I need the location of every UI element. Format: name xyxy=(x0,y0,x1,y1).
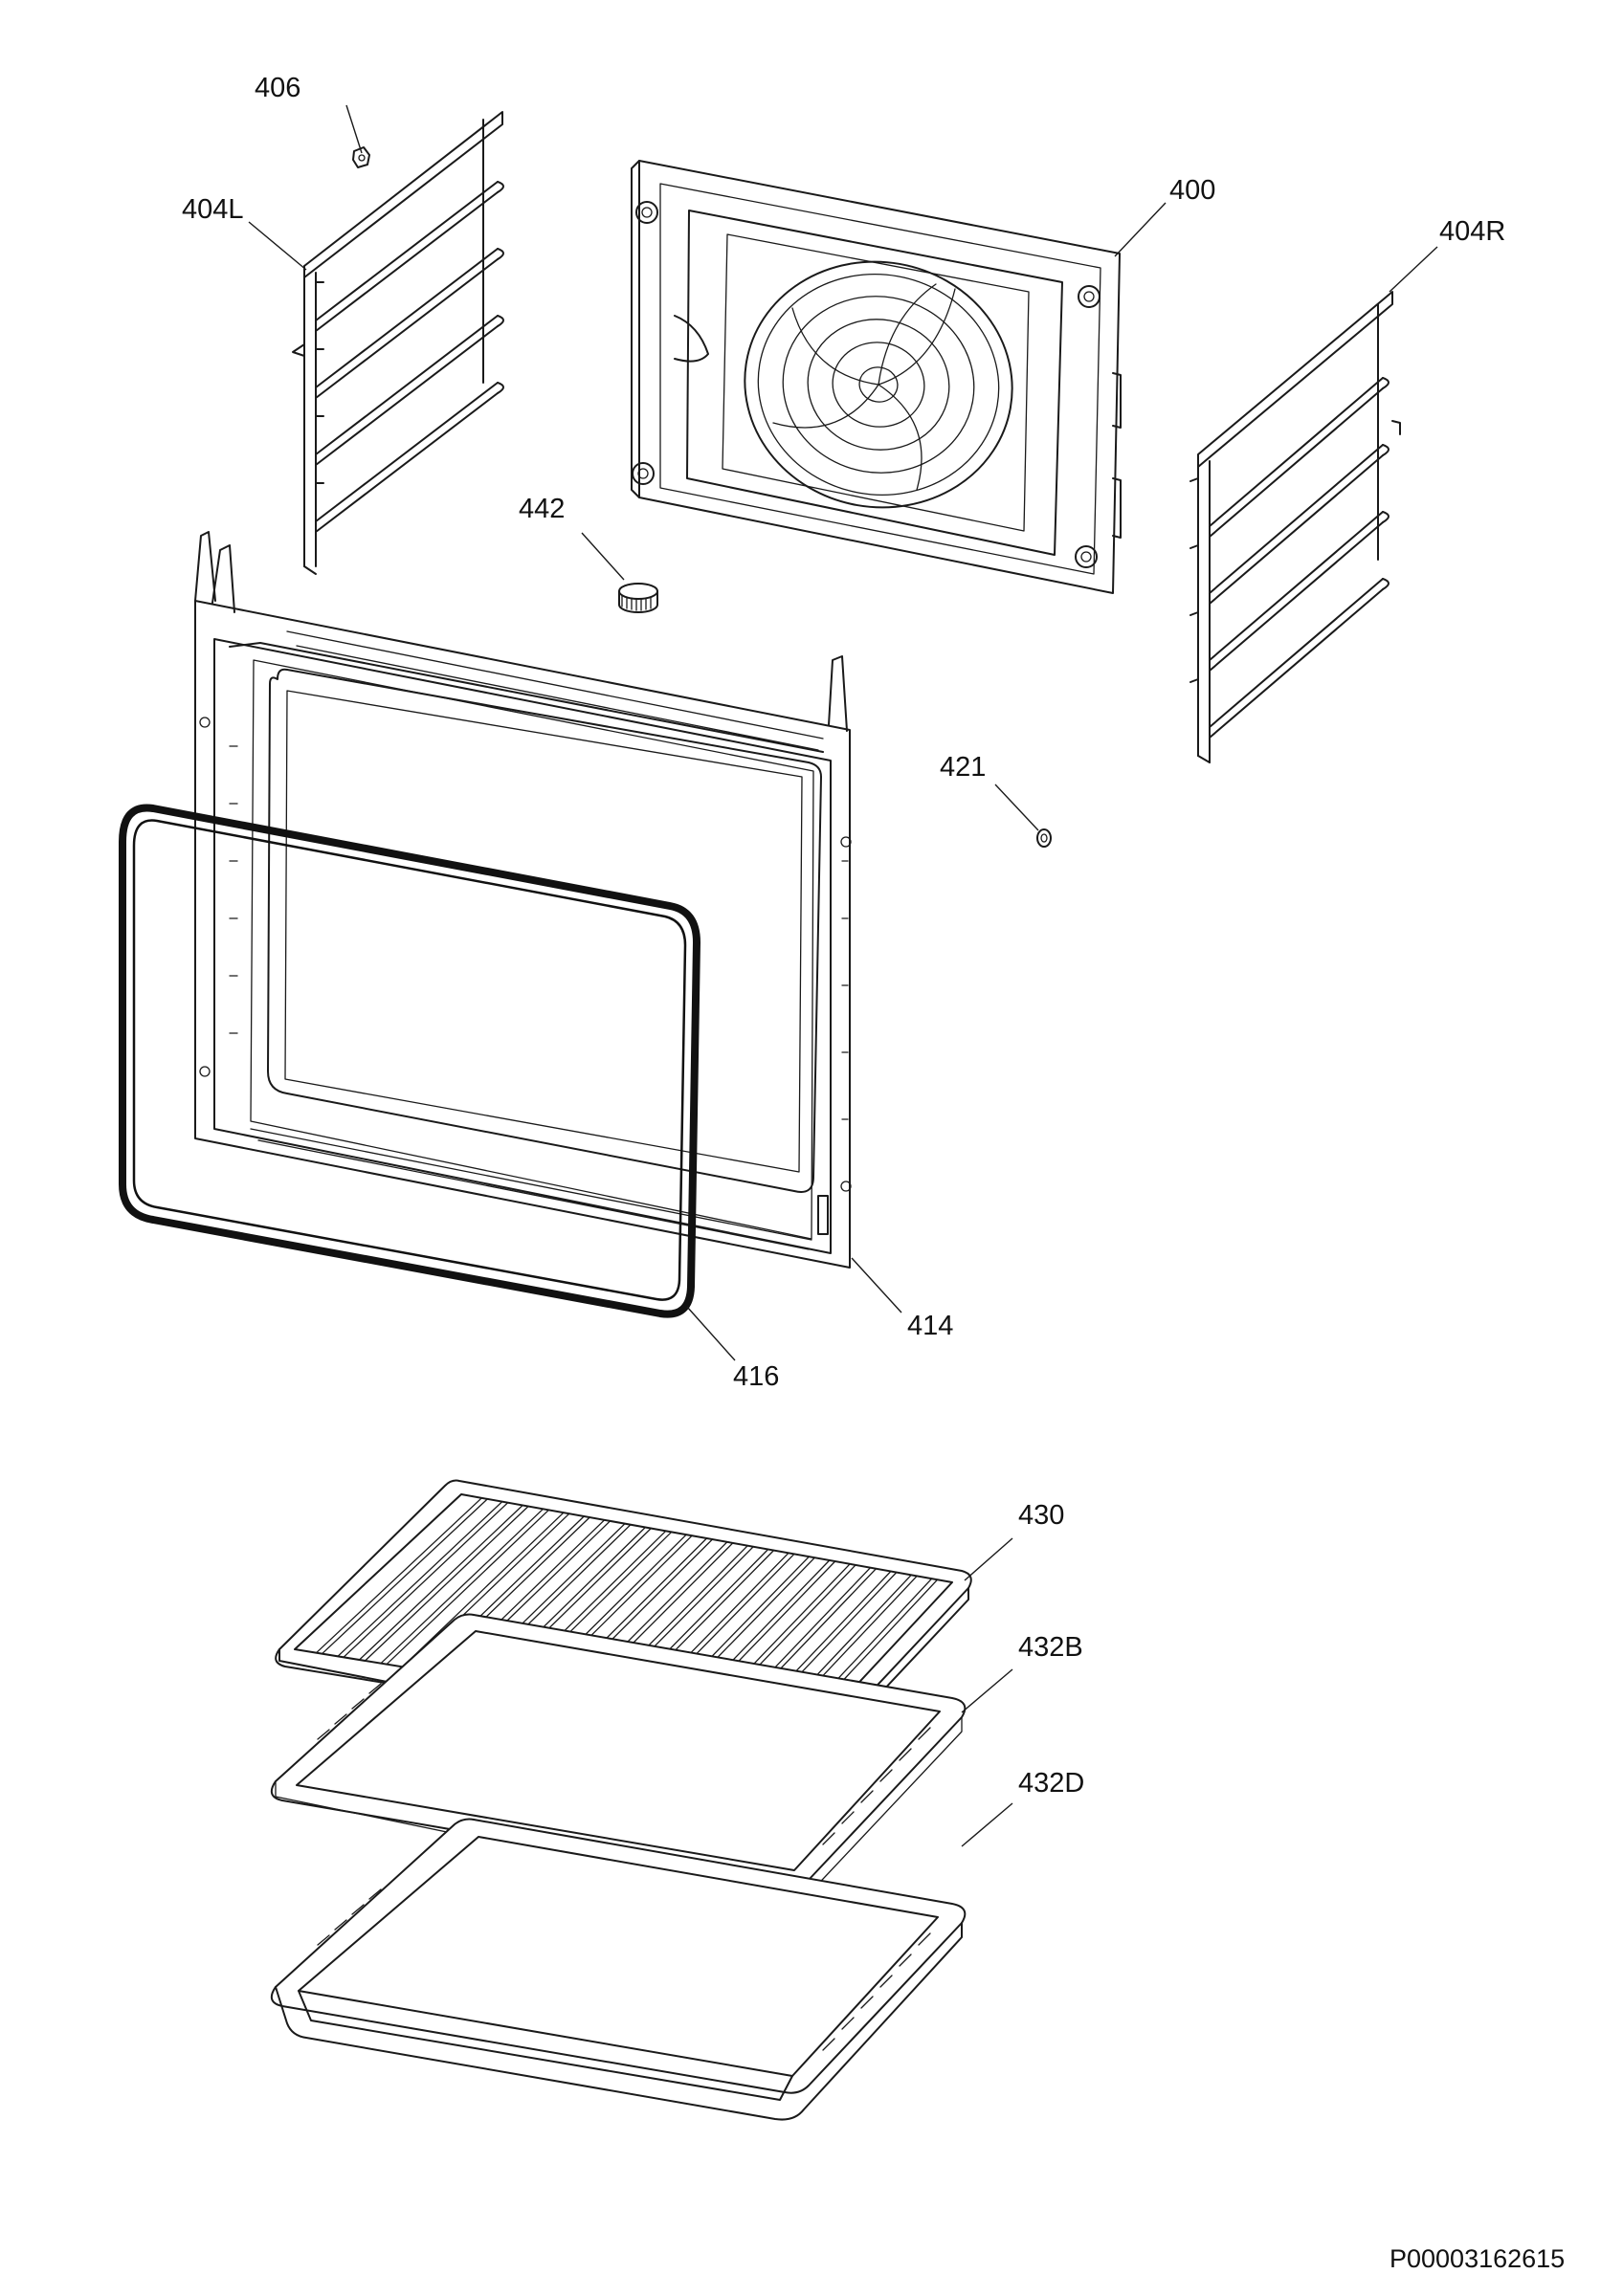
part-421-screw xyxy=(1036,828,1052,848)
shelf-wire-bar xyxy=(315,1497,483,1654)
shelf-wire-bar xyxy=(337,1501,503,1657)
callout-404R: 404R xyxy=(1439,216,1506,247)
document-number: P00003162615 xyxy=(1390,2244,1566,2273)
shelf-wire-bar xyxy=(358,1504,523,1661)
shelf-wire-bar xyxy=(380,1508,545,1665)
callout-406: 406 xyxy=(255,73,301,103)
part-400-back-panel xyxy=(631,160,1122,594)
part-404L-shelf-support-left xyxy=(292,111,504,575)
callout-414: 414 xyxy=(907,1311,954,1341)
part-432B-shallow-tray xyxy=(270,1613,967,1903)
part-442-plug xyxy=(618,583,658,613)
shelf-wire-bar xyxy=(386,1509,550,1666)
shelf-wire-bar xyxy=(364,1505,529,1662)
callout-432D: 432D xyxy=(1018,1768,1085,1799)
shelf-wire-bar xyxy=(343,1502,509,1658)
callout-432B: 432B xyxy=(1018,1632,1083,1663)
callout-442: 442 xyxy=(519,494,566,524)
part-432D-deep-tray xyxy=(270,1818,967,2121)
shelf-wire-bar xyxy=(401,1512,565,1667)
part-416-door-gasket xyxy=(119,804,700,1318)
callout-430: 430 xyxy=(1018,1500,1065,1531)
leader-lines xyxy=(248,104,1438,1847)
callout-416: 416 xyxy=(733,1361,780,1392)
callout-400: 400 xyxy=(1169,175,1216,206)
callout-421: 421 xyxy=(940,752,987,783)
part-404R-shelf-support-right xyxy=(1189,291,1401,763)
part-406-clip xyxy=(352,146,370,168)
callout-404L: 404L xyxy=(182,194,244,225)
part-414-front-frame xyxy=(194,531,852,1269)
shelf-wire-bar xyxy=(321,1498,489,1655)
